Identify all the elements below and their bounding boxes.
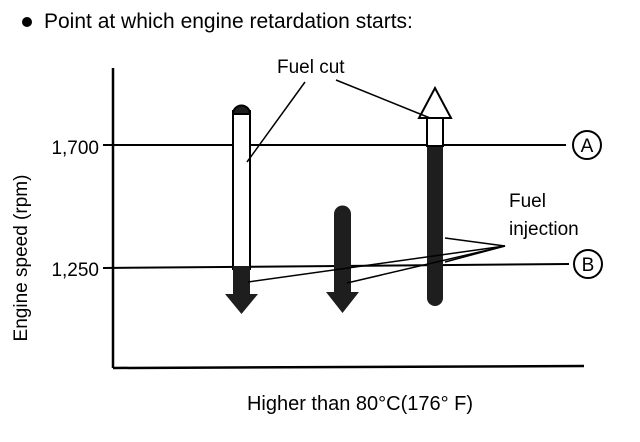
fuel-injection-leaders — [247, 237, 506, 284]
bullet-dot — [22, 17, 32, 27]
tick-label-1700: 1,700 — [51, 138, 99, 159]
bar-1-decel-from-high — [225, 104, 258, 314]
fuel-cut-leader-1 — [246, 81, 306, 163]
fuel-injection-label-line1: Fuel — [509, 191, 546, 212]
tick-label-1250: 1,250 — [51, 260, 99, 281]
marker-b: B — [573, 249, 603, 279]
bar-3-accel — [417, 85, 453, 306]
bar-2-decel-from-mid — [326, 205, 359, 313]
marker-a-label: A — [581, 136, 594, 157]
marker-a: A — [572, 130, 602, 160]
fuel-cut-leader-2 — [335, 79, 431, 119]
fuel-cut-label: Fuel cut — [277, 57, 345, 78]
marker-b-label: B — [582, 255, 595, 276]
heading-text: Point at which engine retardation starts… — [44, 10, 413, 33]
x-axis-label: Higher than 80°C(176° F) — [247, 393, 473, 415]
y-axis-label: Engine speed (rpm) — [11, 175, 32, 342]
x-axis-line — [112, 364, 585, 370]
fuel-injection-label-line2: injection — [509, 219, 579, 240]
